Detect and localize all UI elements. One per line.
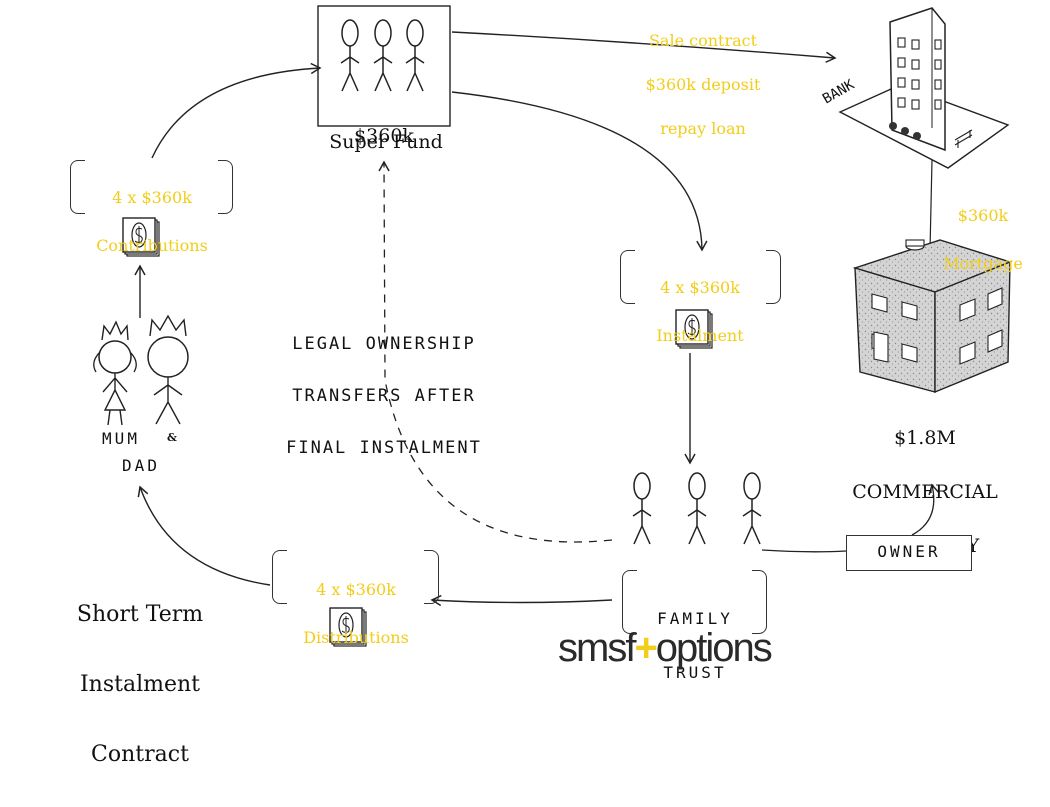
bank-sign: BANK bbox=[820, 76, 858, 107]
distributions-amount: 4 x $360k bbox=[316, 580, 396, 599]
property-type: COMMERCIAL bbox=[852, 481, 998, 503]
sale-contract-line2: $360k deposit bbox=[645, 75, 761, 94]
ownership-note-line1: LEGAL OWNERSHIP bbox=[292, 334, 476, 354]
stick-figure-icon bbox=[405, 19, 425, 92]
title-line2: Instalment bbox=[79, 672, 201, 697]
contributions-amount: 4 x $360k bbox=[112, 188, 192, 207]
instalment-amount: 4 x $360k bbox=[660, 278, 740, 297]
super-fund-amount: $360k bbox=[354, 124, 414, 147]
logo-left: smsf bbox=[558, 626, 636, 670]
mum-figure bbox=[93, 320, 137, 426]
bank-building-icon bbox=[838, 7, 1010, 169]
family-trust-trustees bbox=[632, 472, 762, 545]
diagram-canvas: BANK bbox=[93, 5, 1013, 647]
mortgage-text: Mortgage bbox=[943, 254, 1023, 273]
property-value: $1.8M bbox=[894, 427, 956, 449]
family-trust-line1: FAMILY bbox=[657, 609, 733, 628]
arrow-distributions-to-parents bbox=[137, 485, 271, 586]
mortgage-amount: $360k bbox=[957, 206, 1009, 225]
arrow-owner-to-property bbox=[911, 483, 940, 536]
smsf-options-logo: smsf+options bbox=[558, 626, 773, 670]
mortgage-label: $360k Mortgage bbox=[928, 180, 1038, 300]
stick-figure-icon bbox=[373, 19, 393, 92]
mum-label: MUM bbox=[102, 429, 140, 448]
ownership-note-line3: FINAL INSTALMENT bbox=[286, 438, 482, 458]
logo-right: options bbox=[655, 626, 773, 670]
sale-contract-line3: repay loan bbox=[660, 119, 746, 138]
stick-figure-icon bbox=[340, 19, 360, 92]
super-fund-trustees bbox=[340, 19, 425, 92]
mortgage-link bbox=[929, 159, 933, 251]
commercial-building-icon bbox=[852, 239, 1013, 394]
contributions-text: Contributions bbox=[96, 236, 208, 255]
distributions-text: Distributions bbox=[303, 628, 409, 647]
owner-box: OWNER bbox=[846, 535, 972, 571]
trust-owner-link bbox=[761, 549, 847, 553]
stick-figure-icon bbox=[687, 472, 707, 545]
sale-contract-label: Sale contract $360k deposit repay loan bbox=[618, 8, 788, 162]
stick-figure-icon bbox=[742, 472, 762, 545]
ownership-note-line2: TRANSFERS AFTER bbox=[292, 386, 476, 406]
ampersand-label: & bbox=[167, 431, 177, 444]
ownership-transfer-dashed-arrow bbox=[378, 160, 613, 543]
arrow-trust-to-distributions bbox=[430, 594, 613, 607]
dad-figure bbox=[147, 314, 189, 425]
super-fund-label: $360k bbox=[318, 104, 450, 170]
dad-label: DAD bbox=[122, 456, 160, 475]
owner-label: OWNER bbox=[877, 542, 941, 561]
super-fund-name: Super Fund bbox=[329, 131, 443, 153]
diagram-title: Short Term Instalment Contract bbox=[40, 562, 240, 807]
parents-figures bbox=[93, 314, 189, 426]
title-line3: Contract bbox=[91, 742, 189, 767]
arrow-super-to-instalment bbox=[451, 91, 708, 252]
logo-plus: + bbox=[634, 626, 657, 670]
title-line1: Short Term bbox=[76, 602, 204, 627]
ownership-note: LEGAL OWNERSHIP TRANSFERS AFTER FINAL IN… bbox=[284, 305, 484, 487]
sale-contract-line1: Sale contract bbox=[648, 31, 758, 50]
stick-figure-icon bbox=[632, 472, 652, 545]
arrow-super-to-bank bbox=[451, 31, 837, 63]
arrow-contributions-to-super bbox=[151, 62, 322, 159]
instalment-text: Instalment bbox=[656, 326, 744, 345]
